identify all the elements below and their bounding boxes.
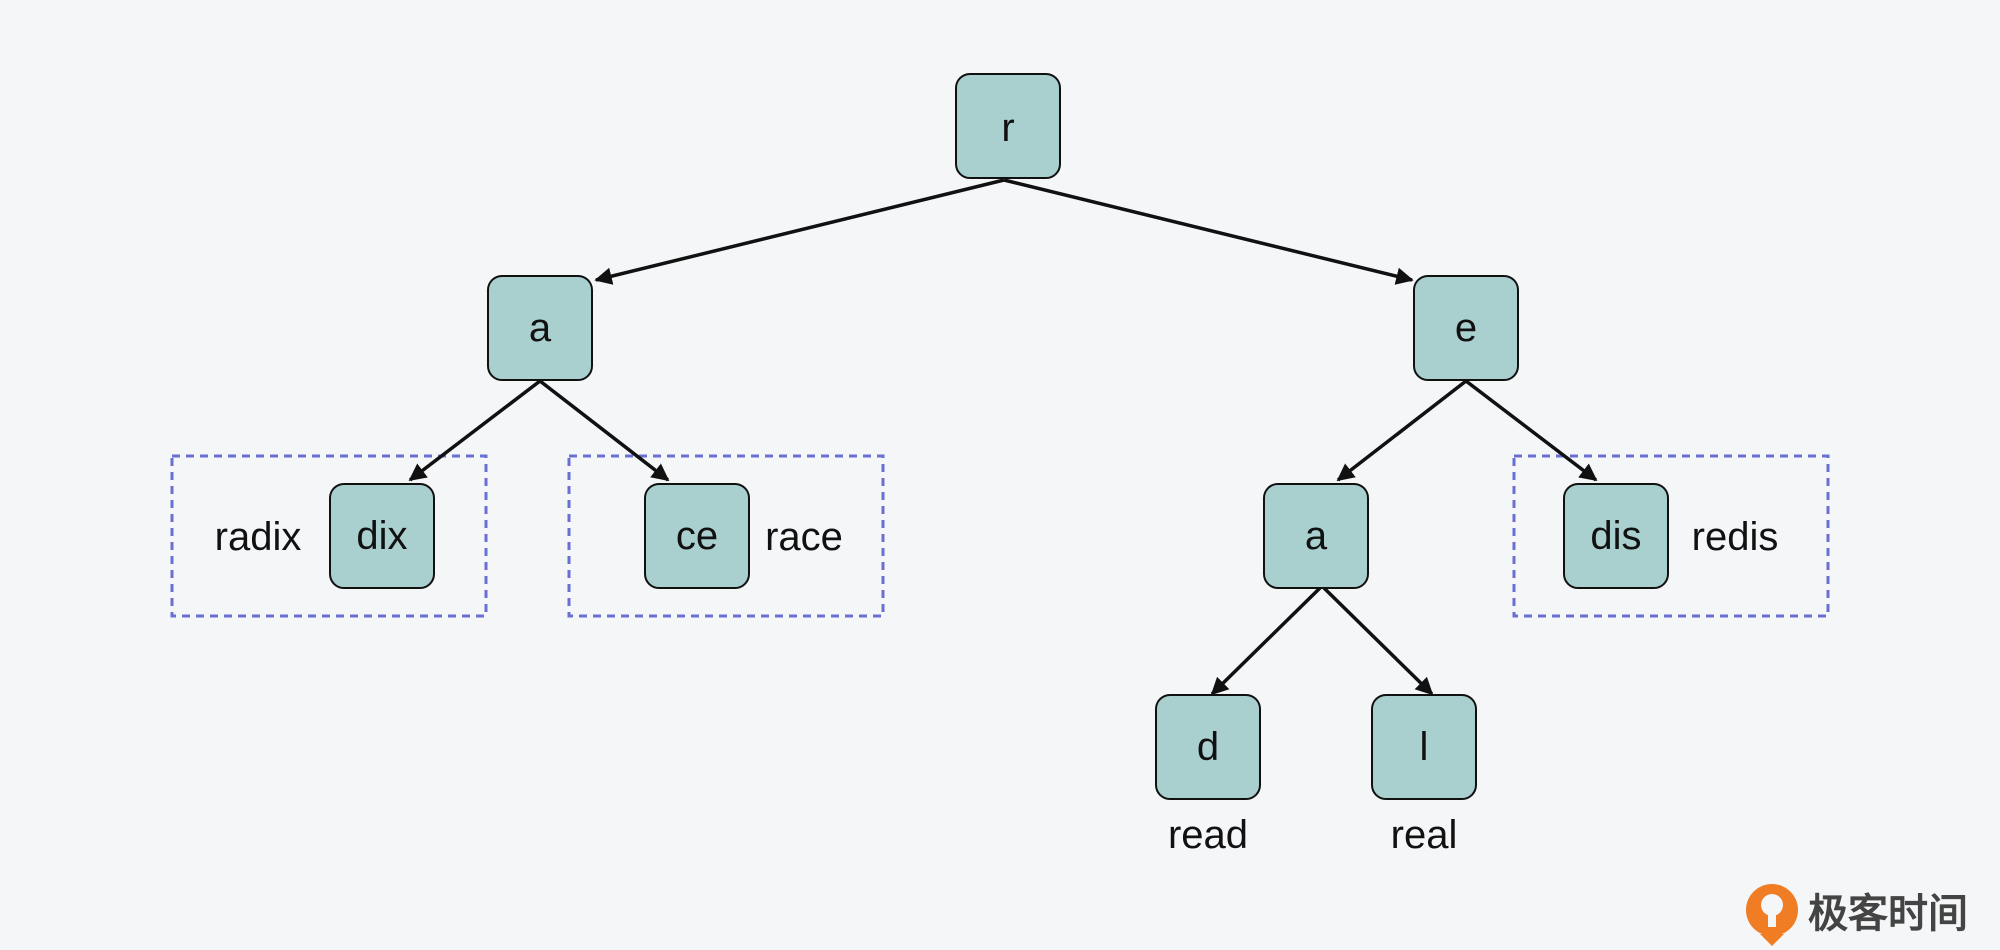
node-d-label: d xyxy=(1197,725,1219,769)
node-a-label: a xyxy=(529,306,552,350)
node-l-label: l xyxy=(1420,725,1429,769)
brand-logo-icon xyxy=(1746,884,1798,946)
node-ce-label: ce xyxy=(676,514,718,558)
node-dis: dis xyxy=(1563,483,1669,589)
edge-e-dis xyxy=(1464,379,1598,482)
group-redis xyxy=(1512,454,1830,618)
edge-a-d xyxy=(1210,586,1322,696)
edge-r-e xyxy=(1003,178,1414,285)
edge-e-a xyxy=(1336,379,1468,482)
edge-a-dix xyxy=(408,379,542,482)
node-dix-label: dix xyxy=(356,514,407,558)
edge-a-l xyxy=(1322,586,1434,696)
node-ce: ce xyxy=(644,483,750,589)
node-a-child: a xyxy=(1263,483,1369,589)
node-a: a xyxy=(487,275,593,381)
brand-name: 极客时间 xyxy=(1808,891,1968,937)
word-real: real xyxy=(1391,813,1458,857)
edge-r-a xyxy=(594,178,1005,285)
word-read: read xyxy=(1168,813,1248,857)
group-race xyxy=(567,454,885,618)
node-dis-label: dis xyxy=(1590,514,1641,558)
node-e-label: e xyxy=(1455,306,1477,350)
node-d: d xyxy=(1155,694,1261,800)
word-redis: redis xyxy=(1692,515,1779,559)
node-dix: dix xyxy=(329,483,435,589)
node-r: r xyxy=(955,73,1061,179)
node-a-child-label: a xyxy=(1305,514,1328,558)
brand-logo: 极客时间 xyxy=(1746,884,1968,946)
node-r-label: r xyxy=(1001,106,1014,150)
group-radix xyxy=(170,454,488,618)
node-l: l xyxy=(1371,694,1477,800)
word-radix: radix xyxy=(215,515,302,559)
edge-a-ce xyxy=(538,379,670,482)
word-race: race xyxy=(765,515,843,559)
node-e: e xyxy=(1413,275,1519,381)
